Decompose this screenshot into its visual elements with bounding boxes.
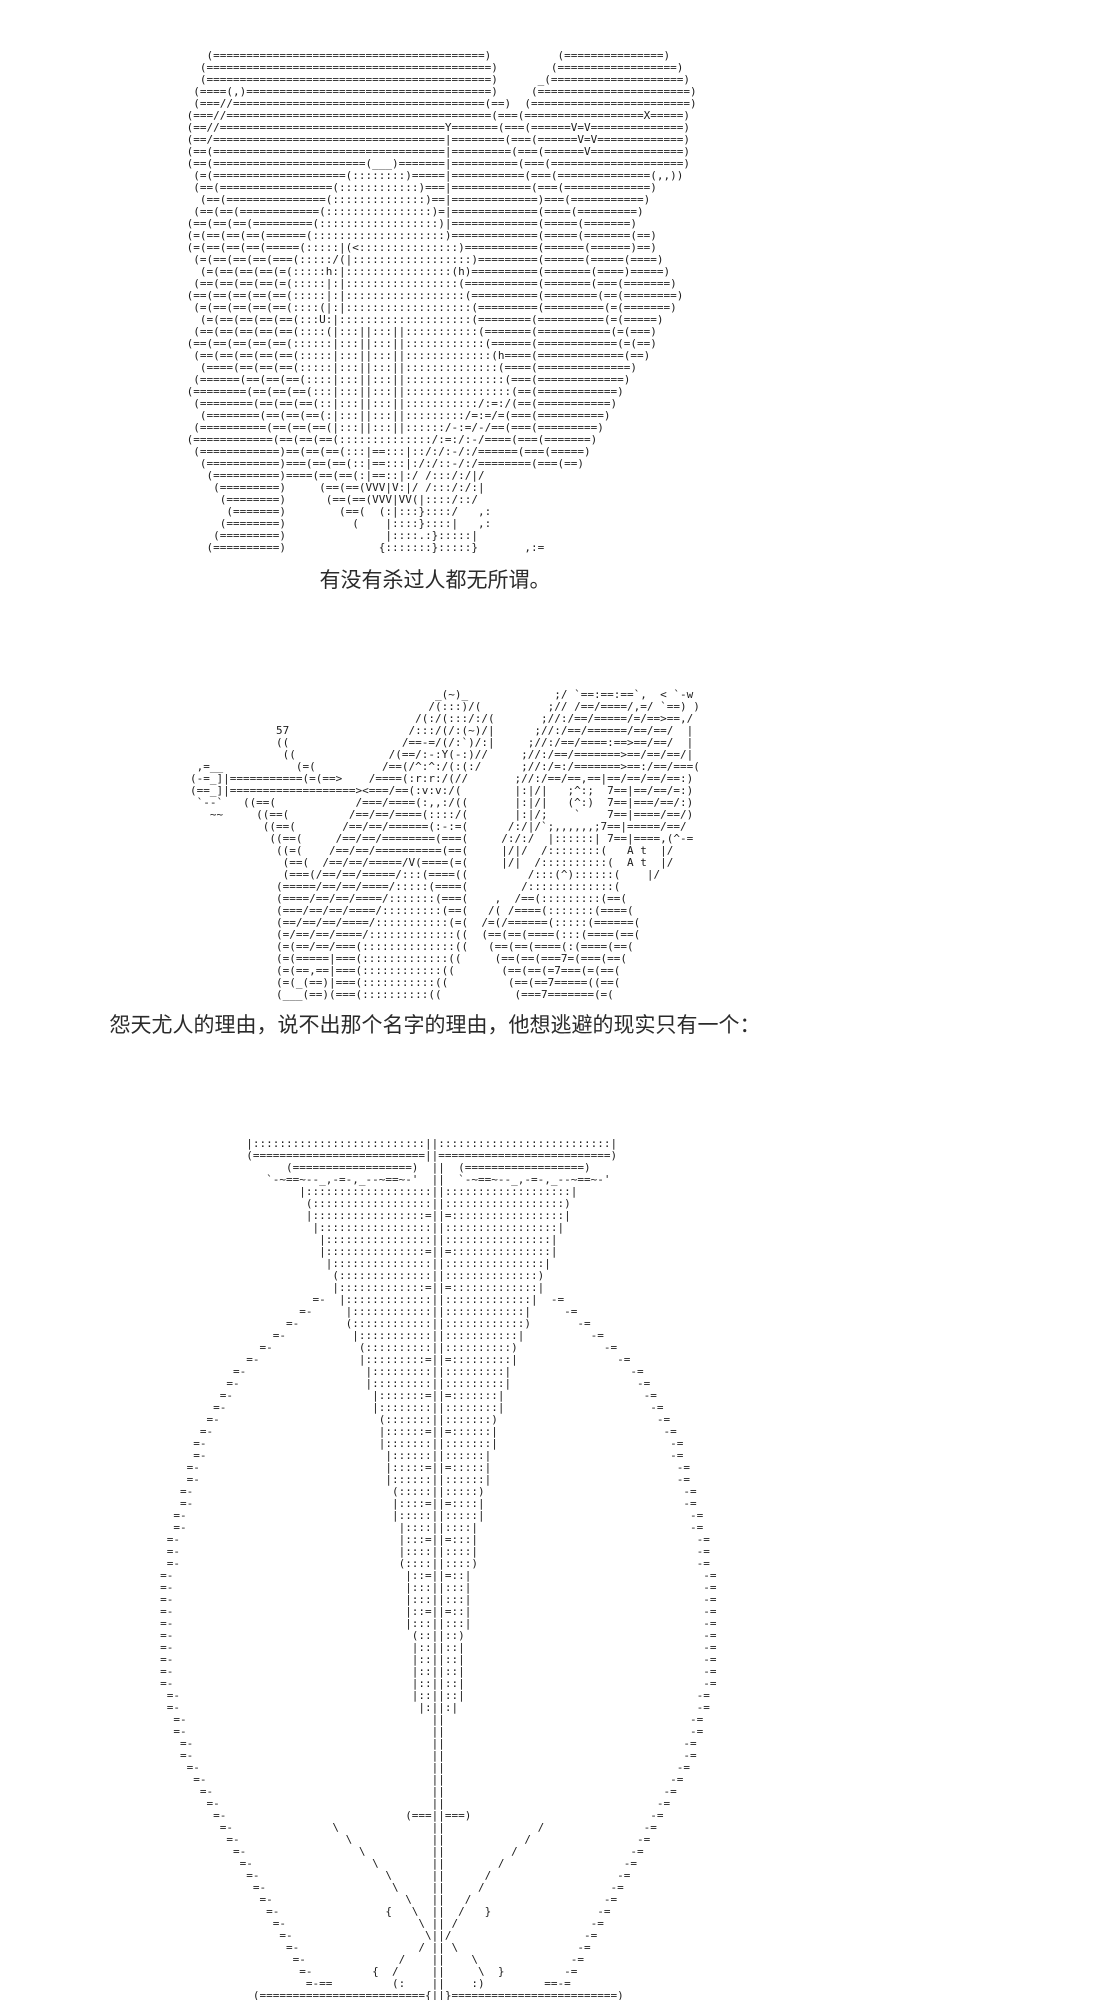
ascii-art-panel-3: |::::::::::::::::::::::::::||:::::::::::…	[160, 1137, 717, 2000]
aa-comic-page: (=======================================…	[109, 49, 761, 2000]
caption-1: 有没有杀过人都无所谓。	[319, 569, 551, 592]
caption-2: 怨天尤人的理由，说不出那个名字的理由，他想逃避的现实只有一个：	[109, 1014, 761, 1038]
ascii-art-panel-2: _(~)_ ;/ `==:==:==`, < `-w /(:::)/( ;// …	[189, 688, 700, 1002]
ascii-art-panel-1: (=======================================…	[186, 49, 697, 554]
